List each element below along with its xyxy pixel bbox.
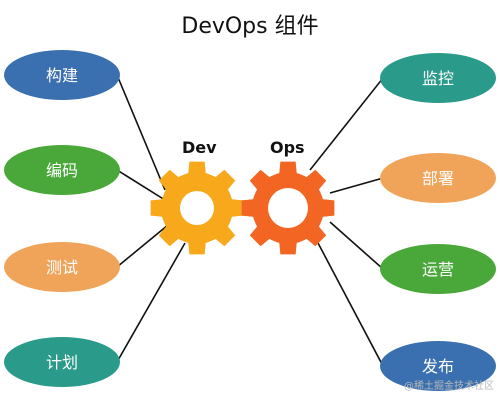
dev-node-4: 计划 bbox=[4, 337, 120, 387]
dev-node-1: 构建 bbox=[4, 50, 120, 100]
ops-node-4-ellipse bbox=[380, 341, 496, 391]
ops-gear-hole bbox=[268, 188, 308, 228]
dev-node-4-ellipse bbox=[4, 337, 120, 387]
connector-line-ops-2 bbox=[329, 177, 384, 194]
dev-label: Dev bbox=[182, 138, 217, 157]
connector-line-ops-1 bbox=[309, 77, 384, 171]
connector-line-dev-1 bbox=[116, 74, 166, 191]
ops-node-3-ellipse bbox=[380, 244, 496, 294]
page-title: DevOps 组件 bbox=[181, 14, 319, 39]
ops-label: Ops bbox=[270, 138, 305, 157]
ops-node-4: 发布 bbox=[380, 341, 496, 391]
dev-node-2-ellipse bbox=[4, 145, 120, 195]
connector-line-ops-4 bbox=[317, 242, 384, 367]
ops-node-2-label: 部署 bbox=[422, 169, 454, 188]
connector-lines bbox=[116, 74, 384, 367]
connector-line-ops-3 bbox=[329, 221, 384, 270]
connector-line-dev-4 bbox=[116, 242, 186, 363]
ops-node-2: 部署 bbox=[380, 153, 496, 203]
dev-node-3-ellipse bbox=[4, 242, 120, 292]
connector-line-dev-3 bbox=[116, 224, 169, 268]
dev-node-3: 测试 bbox=[4, 242, 120, 292]
ops-node-3-label: 运营 bbox=[422, 260, 454, 279]
dev-node-1-ellipse bbox=[4, 50, 120, 100]
watermark: @稀土掘金技术社区 bbox=[404, 381, 494, 392]
ops-node-4-label: 发布 bbox=[422, 357, 454, 376]
dev-node-4-label: 计划 bbox=[46, 353, 78, 372]
ops-node-1-label: 监控 bbox=[422, 69, 454, 88]
dev-node-2: 编码 bbox=[4, 145, 120, 195]
ops-node-1: 监控 bbox=[380, 53, 496, 103]
connector-line-dev-2 bbox=[116, 169, 166, 201]
ops-node-3: 运营 bbox=[380, 244, 496, 294]
dev-node-3-label: 测试 bbox=[46, 258, 78, 277]
gears bbox=[150, 161, 335, 255]
dev-node-1-label: 构建 bbox=[46, 66, 78, 85]
ops-node-1-ellipse bbox=[380, 53, 496, 103]
dev-node-2-label: 编码 bbox=[46, 161, 78, 180]
dev-gear-hole bbox=[180, 191, 214, 225]
ops-node-2-ellipse bbox=[380, 153, 496, 203]
